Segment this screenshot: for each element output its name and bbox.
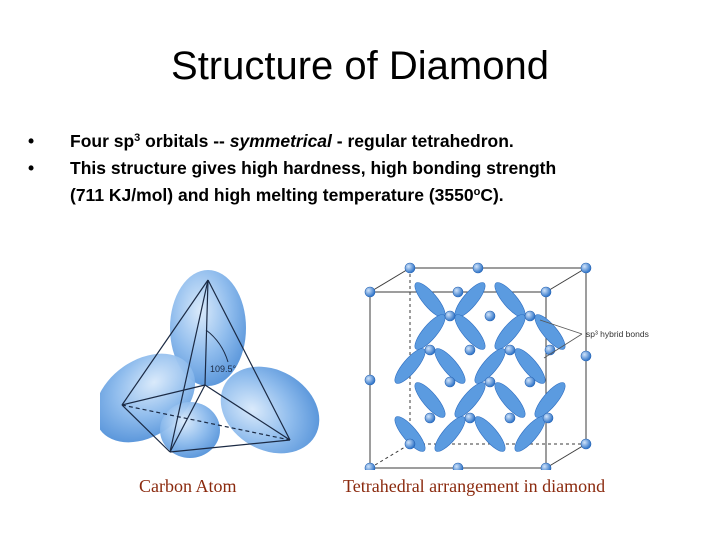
bullet-marker: •: [28, 131, 35, 151]
bullet-superscript: 3: [134, 132, 141, 144]
bullet-line-2: (711 KJ/mol) and high melting temperatur…: [70, 182, 708, 209]
caption-diamond-lattice: Tetrahedral arrangement in diamond: [343, 476, 606, 496]
bullet-text-pre: Four sp: [70, 131, 135, 151]
bullet-text-mid: orbitals --: [140, 131, 230, 151]
bond-label: sp³ hybrid bonds: [586, 329, 649, 339]
bullet-text-post: - regular tetrahedron.: [331, 131, 514, 151]
bullet-list: • Four sp3 orbitals -- symmetrical - reg…: [28, 128, 708, 209]
bullet-item-properties: • This structure gives high hardness, hi…: [28, 155, 708, 209]
degree-superscript: o: [473, 186, 481, 198]
bond-label-pointers: [539, 319, 583, 359]
orbital-lobes: [100, 270, 320, 458]
slide-title: Structure of Diamond: [171, 44, 549, 88]
bullet-line-2-post: C).: [480, 185, 504, 205]
diamond-lattice-figure: sp³ hybrid bonds: [364, 262, 649, 470]
bullet-marker: •: [28, 158, 35, 178]
caption-carbon-atom: Carbon Atom: [139, 476, 237, 496]
tetrahedron-edges: [121, 279, 291, 453]
bullet-line-1: This structure gives high hardness, high…: [70, 158, 557, 178]
hybrid-bonds: [394, 282, 566, 452]
bond-angle-arc: [205, 329, 229, 363]
bullet-text-italic: symmetrical: [229, 131, 332, 151]
carbon-atom-figure: 109.5°: [100, 270, 320, 458]
bullet-item-orbitals: • Four sp3 orbitals -- symmetrical - reg…: [28, 128, 708, 155]
carbon-atoms: [364, 262, 592, 470]
bullet-line-2-pre: (711 KJ/mol) and high melting temperatur…: [70, 185, 474, 205]
bond-angle-label: 109.5°: [210, 364, 237, 374]
